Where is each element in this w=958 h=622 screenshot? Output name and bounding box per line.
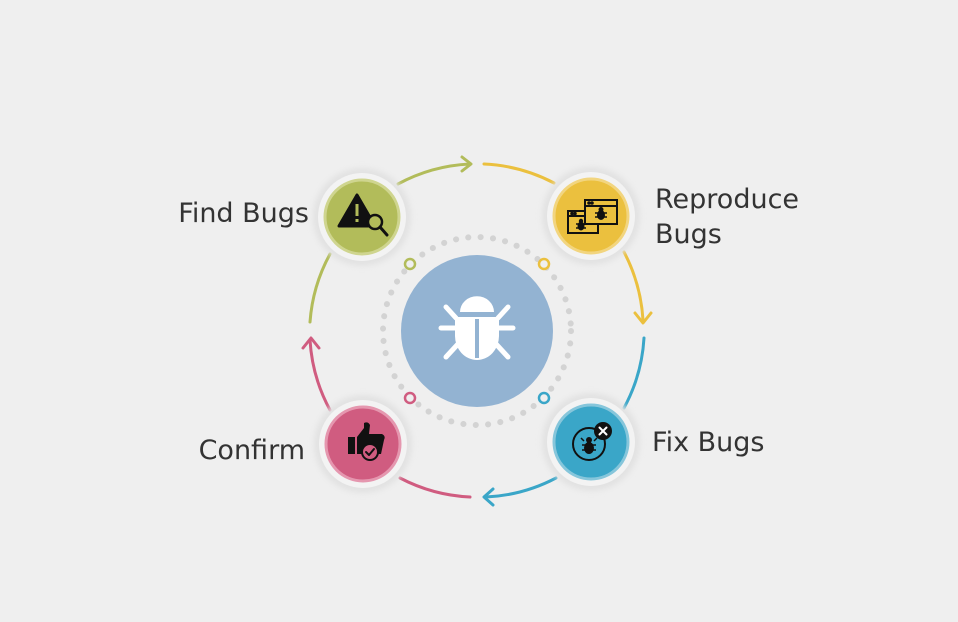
reproduce-bugs-text-line2: Bugs [655,219,722,250]
arc-fix-to-confirm [484,476,558,499]
center-bug [401,255,553,407]
node-reproduce-bugs [542,167,640,265]
arc-fix-in [622,336,646,410]
cycle-ring [301,155,653,507]
node-fix-bugs [542,393,640,491]
connector-ring-find [403,257,417,271]
node-find-bugs [313,168,411,266]
node-confirm [314,395,412,493]
connector-ring-confirm [403,391,417,405]
find-bugs-text: Find Bugs [178,198,309,229]
arrow-head-bottom [482,487,495,507]
warning-magnifier-icon [337,193,389,237]
arc-reproduce-to-fix [622,250,645,322]
bug-icon [438,296,516,360]
connector-ring-reproduce [537,257,551,271]
label-fix-bugs: Fix Bugs [652,425,764,460]
confirm-text: Confirm [198,435,305,466]
fix-bugs-text: Fix Bugs [652,427,765,458]
arc-find-in [308,252,332,324]
arrow-head-left [301,336,321,350]
arc-confirm-in [398,476,472,499]
arc-confirm-to-find [308,338,332,412]
bug-close-icon [572,422,612,461]
arc-reproduce-in [482,162,556,185]
arrow-head-right [633,311,653,325]
arc-find-to-reproduce [396,162,472,186]
arrow-head-top [460,155,473,173]
reproduce-bugs-text-line1: Reproduce [655,184,800,215]
label-reproduce-bugs: Reproduce Bugs [655,182,799,252]
label-confirm: Confirm [199,433,305,468]
browser-windows-bug-icon [567,199,618,234]
label-find-bugs: Find Bugs [178,196,309,231]
dotted-inner-ring [380,234,574,428]
thumbs-up-check-icon [348,422,385,461]
connector-ring-fix [537,391,551,405]
